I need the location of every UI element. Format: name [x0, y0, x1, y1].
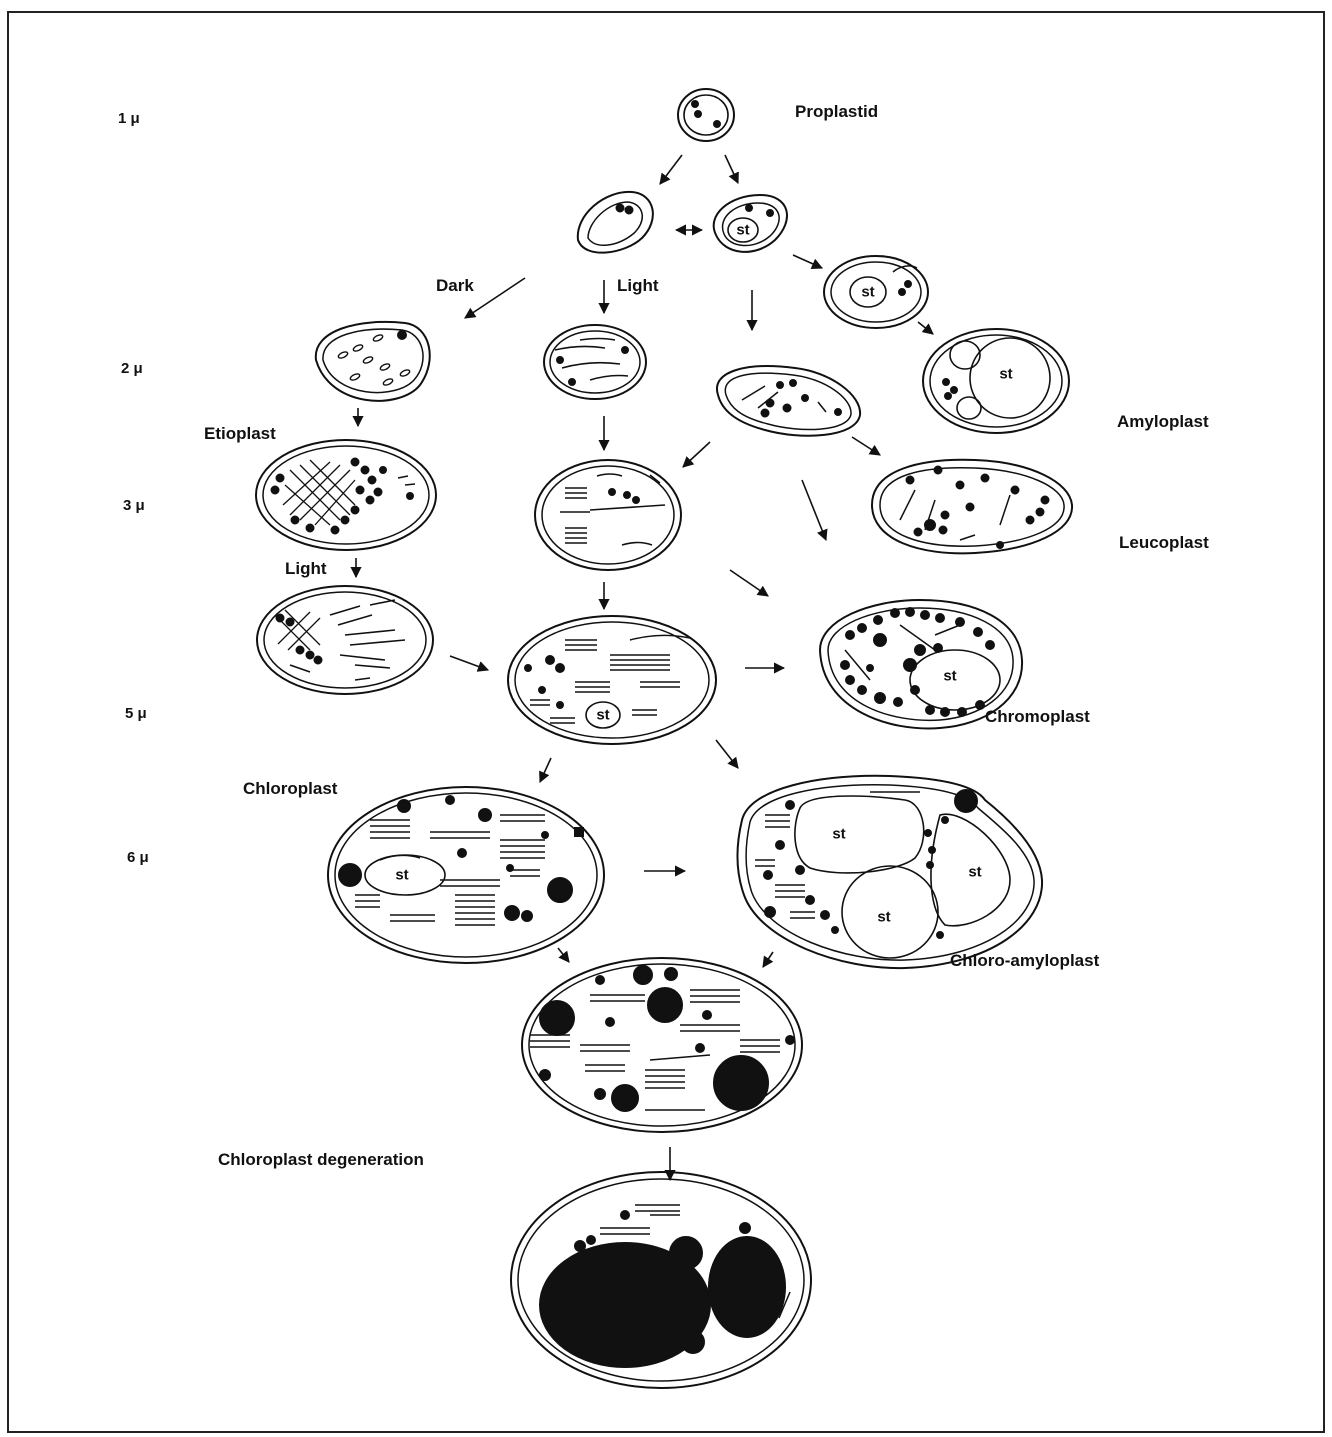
stage-labels: Proplastid Dark Light Etioplast Amylopla…	[204, 102, 1209, 1169]
label-light-left: Light	[285, 559, 327, 578]
label-dark: Dark	[436, 276, 474, 295]
starch-label: st	[596, 707, 609, 724]
starch-label: st	[395, 867, 408, 884]
scale-labels: 1 μ 2 μ 3 μ 5 μ 6 μ	[118, 110, 149, 866]
young-plastid-left	[578, 192, 653, 253]
starch-label: st	[877, 909, 890, 926]
starch-label: st	[943, 668, 956, 685]
label-leucoplast: Leucoplast	[1119, 533, 1209, 552]
scale-label-5: 5 μ	[125, 705, 147, 722]
chloroplast	[328, 787, 604, 963]
dark-grown-plastid	[316, 322, 430, 401]
scale-label-6: 6 μ	[127, 849, 149, 866]
starch-label: st	[832, 826, 845, 843]
label-proplastid: Proplastid	[795, 102, 878, 121]
starch-label: st	[736, 222, 749, 239]
greening-etioplast	[257, 586, 433, 694]
young-chloroplast	[508, 616, 716, 744]
proamyloplast	[824, 256, 928, 328]
aging-chloroplast	[522, 958, 802, 1132]
etioplast	[256, 440, 436, 550]
label-chloroplast: Chloroplast	[243, 779, 338, 798]
developing-leucoplast	[717, 366, 860, 436]
leucoplast	[872, 460, 1072, 554]
chloro-amyloplast	[737, 776, 1042, 968]
starch-label: st	[999, 366, 1012, 383]
developing-chloroplast	[535, 460, 681, 570]
degenerated-chloroplast	[511, 1172, 811, 1388]
starch-label: st	[861, 284, 874, 301]
amyloplast	[923, 329, 1069, 433]
figure-frame	[8, 12, 1324, 1432]
label-chloro-amyloplast: Chloro-amyloplast	[950, 951, 1100, 970]
starch-label: st	[968, 864, 981, 881]
label-chromoplast: Chromoplast	[985, 707, 1090, 726]
scale-label-2: 2 μ	[121, 360, 143, 377]
proplastid	[678, 89, 734, 141]
label-etioplast: Etioplast	[204, 424, 276, 443]
label-degeneration: Chloroplast degeneration	[218, 1150, 424, 1169]
label-light-center: Light	[617, 276, 659, 295]
light-grown-plastid	[544, 325, 646, 399]
label-amyloplast: Amyloplast	[1117, 412, 1209, 431]
scale-label-3: 3 μ	[123, 497, 145, 514]
scale-label-1: 1 μ	[118, 110, 140, 127]
young-plastid-starch	[714, 195, 787, 252]
